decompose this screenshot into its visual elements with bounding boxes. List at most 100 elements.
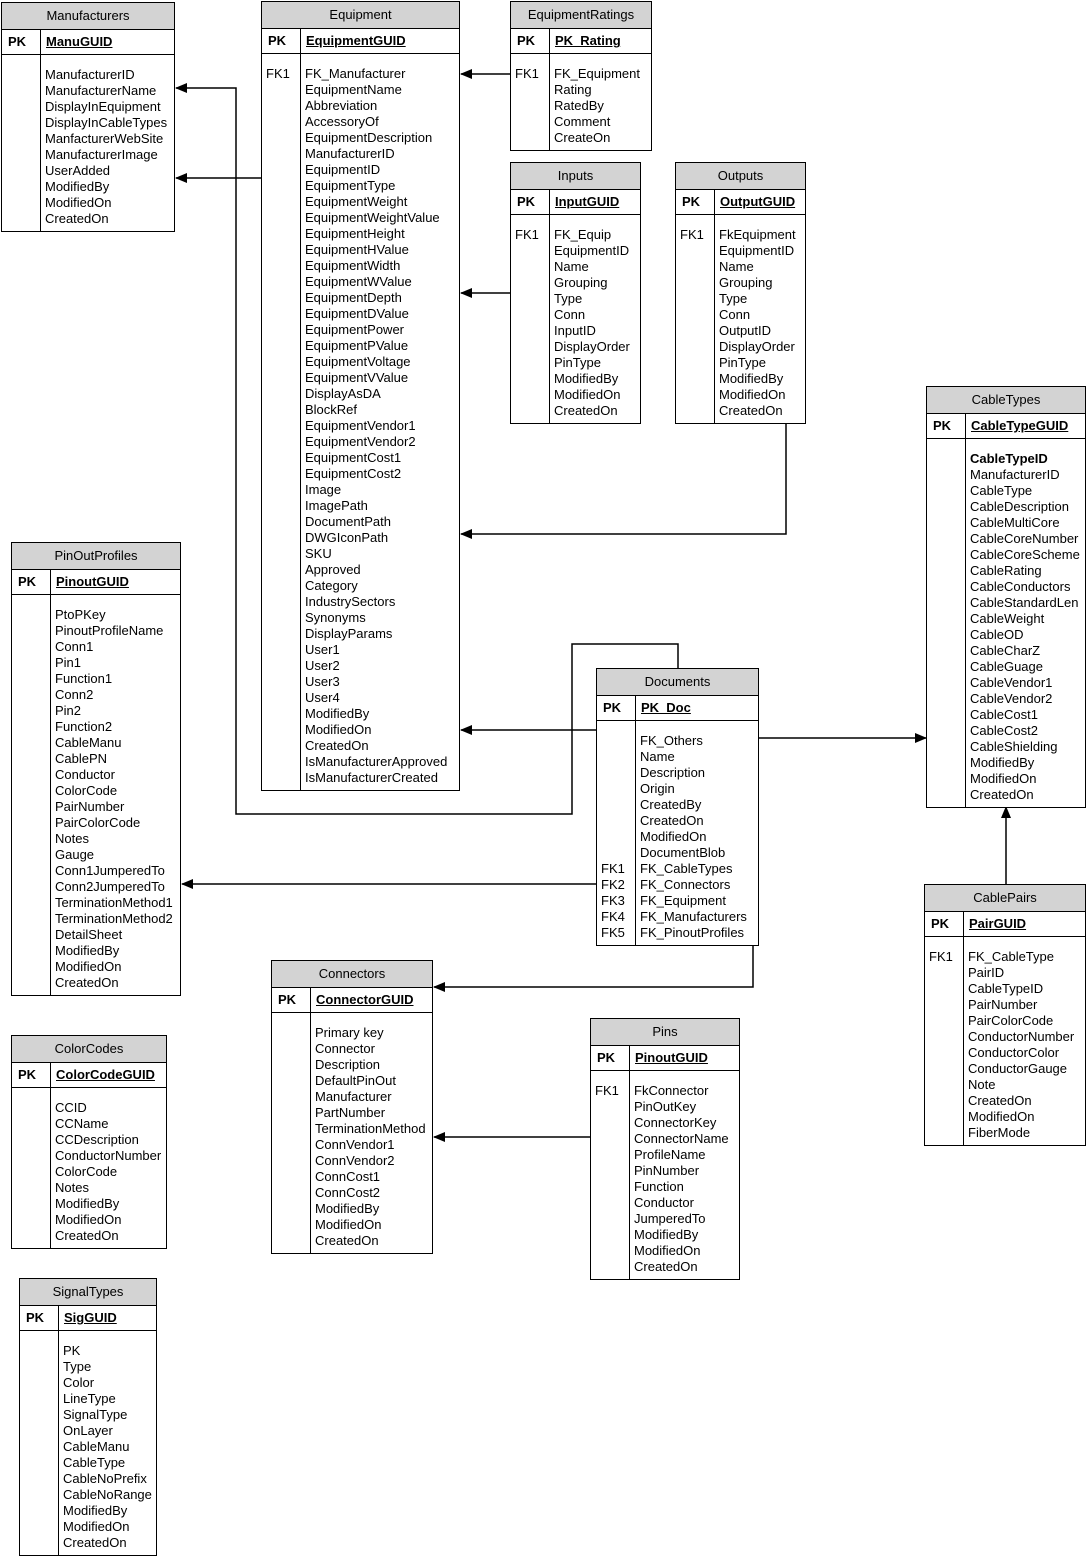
field-name: ConnectorKey <box>634 1115 717 1130</box>
field-name: Gauge <box>55 847 95 862</box>
field-name: ModifiedOn <box>719 387 786 402</box>
field-row: CCDescription <box>12 1132 166 1148</box>
field-row: Conn2 <box>12 687 180 703</box>
field-name: User2 <box>305 658 340 673</box>
pk-field: PK_Rating <box>555 33 621 48</box>
field-name: CableVendor2 <box>970 691 1053 706</box>
pk-label: PK <box>26 1310 45 1325</box>
field-row: Comment <box>511 114 651 130</box>
pk-label: PK <box>931 916 950 931</box>
field-row: CableRating <box>927 563 1085 579</box>
field-name: SKU <box>305 546 332 561</box>
field-name: ModifiedOn <box>634 1243 701 1258</box>
pk-field: InputGUID <box>555 194 620 209</box>
entity-title: Manufacturers <box>2 3 174 30</box>
entity-title: EquipmentRatings <box>511 2 651 29</box>
field-name: Pin2 <box>55 703 82 718</box>
field-name: Primary key <box>315 1025 384 1040</box>
field-row: Conn1JumperedTo <box>12 863 180 879</box>
field-name: ConductorGauge <box>968 1061 1068 1076</box>
field-name: CableVendor1 <box>970 675 1053 690</box>
field-row: Function1 <box>12 671 180 687</box>
field-row: User1 <box>262 642 459 658</box>
field-row: ModifiedBy <box>2 179 174 195</box>
field-row: EquipmentWValue <box>262 274 459 290</box>
field-name: EquipmentCost1 <box>305 450 402 465</box>
field-row: EquipmentVoltage <box>262 354 459 370</box>
field-name: ModifiedOn <box>305 722 372 737</box>
field-name: FK_Equipment <box>554 66 640 81</box>
field-name: ConnectorName <box>634 1131 729 1146</box>
field-row: CableManu <box>12 735 180 751</box>
field-name: ColorCode <box>55 783 118 798</box>
pk-label: PK <box>268 33 287 48</box>
field-row: OnLayer <box>20 1423 156 1439</box>
column-divider <box>58 1306 59 1555</box>
field-name: EquipmentID <box>719 243 795 258</box>
field-row: ConductorColor <box>925 1045 1085 1061</box>
pk-field: PairGUID <box>969 916 1027 931</box>
field-row: CreatedOn <box>511 403 640 419</box>
fk-label: FK1 <box>266 66 290 81</box>
field-name: CableStandardLen <box>970 595 1079 610</box>
field-name: EquipmentType <box>305 178 396 193</box>
field-name: ManufacturerName <box>45 83 157 98</box>
column-divider <box>40 30 41 231</box>
field-row: ConnectorKey <box>591 1115 739 1131</box>
field-row: EquipmentHValue <box>262 242 459 258</box>
entity-title: SignalTypes <box>20 1279 156 1306</box>
field-row: CreatedOn <box>676 403 805 419</box>
field-row: ModifiedOn <box>12 959 180 975</box>
field-name: ManufacturerID <box>45 67 135 82</box>
field-row: JumperedTo <box>591 1211 739 1227</box>
field-row: Type <box>511 291 640 307</box>
field-row: PairID <box>925 965 1085 981</box>
field-name: CableTypeID <box>968 981 1044 996</box>
field-row: Type <box>20 1359 156 1375</box>
field-row: ModifiedBy <box>927 755 1085 771</box>
field-name: ModifiedOn <box>55 959 122 974</box>
field-name: LineType <box>63 1391 116 1406</box>
field-row: Function <box>591 1179 739 1195</box>
field-row: CableType <box>20 1455 156 1471</box>
field-name: EquipmentDValue <box>305 306 409 321</box>
field-name: Synonyms <box>305 610 366 625</box>
field-name: ManufacturerImage <box>45 147 158 162</box>
field-name: Type <box>63 1359 92 1374</box>
field-row: TerminationMethod <box>272 1121 432 1137</box>
field-name: Approved <box>305 562 361 577</box>
column-divider <box>965 414 966 807</box>
field-name: ModifiedOn <box>554 387 621 402</box>
field-name: Conn2JumperedTo <box>55 879 165 894</box>
field-name: CableWeight <box>970 611 1045 626</box>
field-row: ManufacturerID <box>927 467 1085 483</box>
field-row: EquipmentID <box>511 243 640 259</box>
field-row: Note <box>925 1077 1085 1093</box>
column-divider <box>310 988 311 1253</box>
field-name: ManfacturerWebSite <box>45 131 164 146</box>
pk-field: ConnectorGUID <box>316 992 414 1007</box>
field-row: UserAdded <box>2 163 174 179</box>
field-name: Color <box>63 1375 95 1390</box>
pk-label: PK <box>517 33 536 48</box>
field-name: ConnVendor2 <box>315 1153 395 1168</box>
field-row: EquipmentVValue <box>262 370 459 386</box>
field-name: FK_Equip <box>554 227 612 242</box>
field-row: Conn1 <box>12 639 180 655</box>
field-row: CableConductors <box>927 579 1085 595</box>
field-name: Comment <box>554 114 611 129</box>
field-row: CreatedOn <box>20 1535 156 1551</box>
field-name: Image <box>305 482 342 497</box>
field-name: CreatedOn <box>45 211 109 226</box>
field-name: CreatedOn <box>968 1093 1032 1108</box>
field-name: EquipmentCost2 <box>305 466 402 481</box>
field-row: Function2 <box>12 719 180 735</box>
field-name: BlockRef <box>305 402 358 417</box>
